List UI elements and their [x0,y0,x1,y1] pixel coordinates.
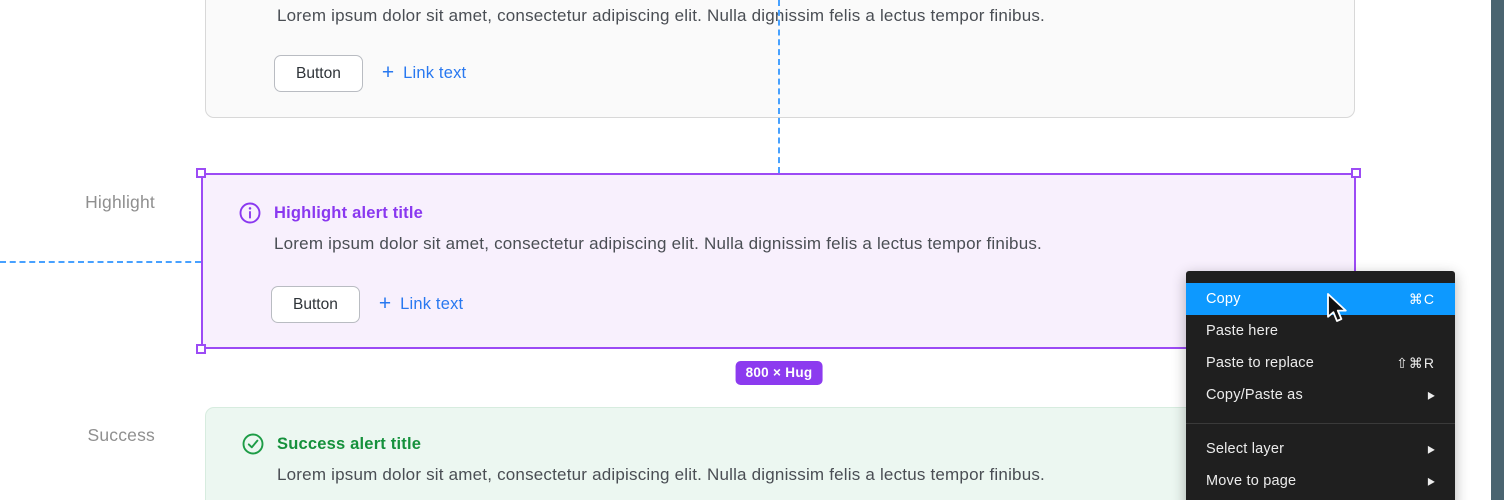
variant-label-highlight: Highlight [85,192,155,212]
horizontal-guide-line [0,261,201,263]
vertical-guide-line [778,0,780,173]
link-label: Link text [400,295,464,313]
alert-body-text: Lorem ipsum dolor sit amet, consectetur … [277,6,1045,25]
alert-button[interactable]: Button [274,55,363,92]
size-badge: 800 × Hug [735,361,823,385]
shortcut-label: ⇧⌘R [1396,354,1435,371]
plus-icon: + [378,292,392,315]
submenu-arrow-icon: ▶ [1427,474,1435,487]
check-circle-icon [242,433,264,455]
context-menu: Copy ⌘C Paste here Paste to replace ⇧⌘R … [1186,271,1455,500]
alert-body-text: Lorem ipsum dolor sit amet, consectetur … [274,234,1042,253]
alert-link[interactable]: + Link text [378,292,464,315]
alert-body-text: Lorem ipsum dolor sit amet, consectetur … [277,465,1045,484]
shortcut-label: ⌘C [1408,290,1435,307]
menu-item-copy-paste-as[interactable]: Copy/Paste as ▶ [1206,387,1435,403]
alert-card-highlight[interactable]: Highlight alert title Lorem ipsum dolor … [201,173,1356,349]
plus-icon: + [381,61,395,84]
menu-item-move-to-page[interactable]: Move to page ▶ [1206,473,1435,489]
info-icon [239,202,261,224]
submenu-arrow-icon: ▶ [1427,388,1435,401]
alert-link[interactable]: + Link text [381,61,467,84]
variant-label-success: Success [87,425,155,445]
menu-item-paste-to-replace[interactable]: Paste to replace ⇧⌘R [1206,354,1435,372]
mouse-cursor-icon [1327,293,1347,322]
alert-title: Success alert title [277,434,422,453]
menu-separator [1186,423,1455,424]
selection-handle-top-left[interactable] [196,168,206,178]
submenu-arrow-icon: ▶ [1427,442,1435,455]
selection-handle-top-right[interactable] [1351,168,1361,178]
selection-handle-bottom-left[interactable] [196,344,206,354]
right-edge-panel [1491,0,1504,500]
alert-card-success[interactable]: Success alert title Lorem ipsum dolor si… [205,407,1355,500]
alert-title: Highlight alert title [274,203,424,222]
link-label: Link text [403,64,467,82]
menu-item-paste-here[interactable]: Paste here [1206,323,1279,339]
alert-card-default[interactable]: Lorem ipsum dolor sit amet, consectetur … [205,0,1355,118]
menu-item-select-layer[interactable]: Select layer ▶ [1206,441,1435,457]
alert-button[interactable]: Button [271,286,360,323]
menu-item-copy[interactable]: Copy ⌘C [1186,283,1455,315]
